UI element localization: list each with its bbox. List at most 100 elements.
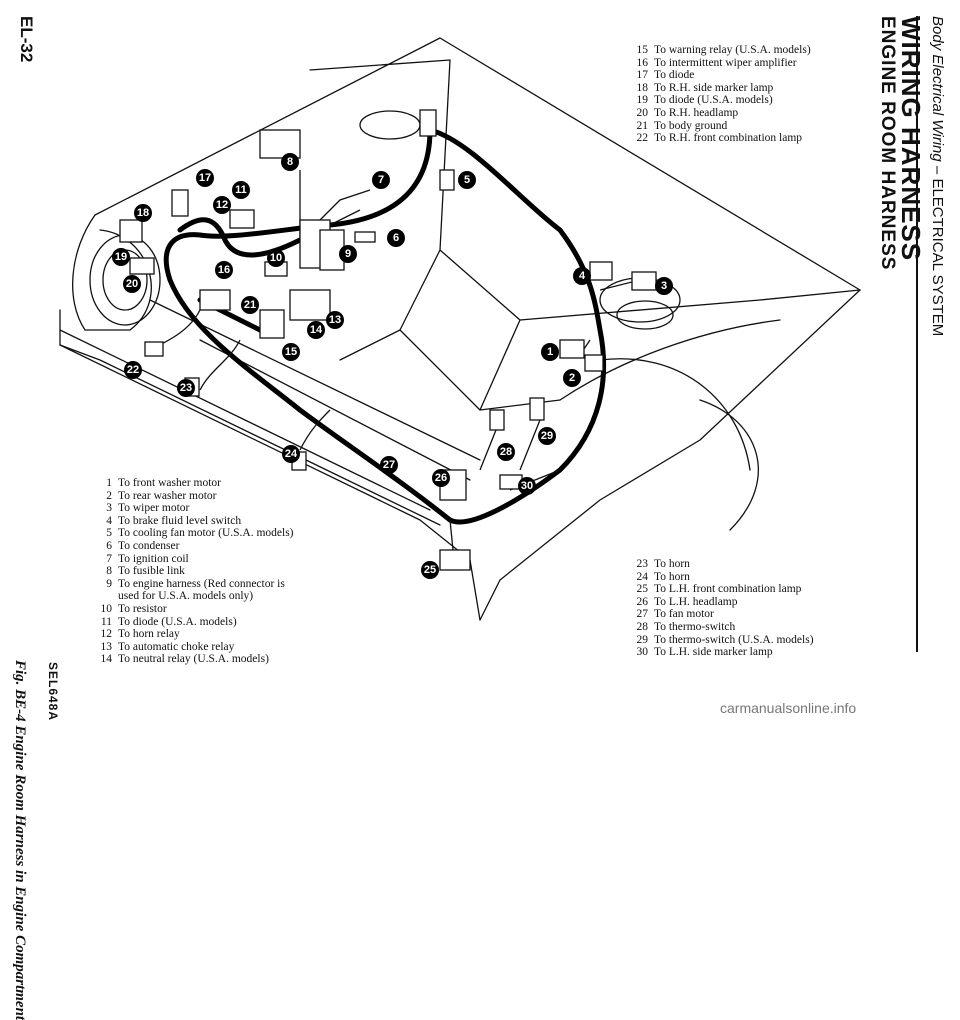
- callout-circle: [655, 277, 673, 295]
- callout-circle: [134, 204, 152, 222]
- callout-number: 19: [115, 251, 127, 263]
- callout-15: 15: [282, 343, 300, 361]
- legend-item-text: To fusible link: [118, 565, 185, 578]
- callout-number: 10: [270, 252, 282, 264]
- callout-number: 20: [126, 278, 138, 290]
- legend-item-text: To L.H. front combination lamp: [654, 583, 802, 596]
- callout-circle: [215, 261, 233, 279]
- callout-number: 4: [579, 270, 586, 282]
- legend-item: 27 To fan motor: [628, 608, 814, 621]
- callout-circle: [326, 311, 344, 329]
- callout-3: 3: [655, 277, 673, 295]
- callout-number: 29: [541, 430, 553, 442]
- legend-item-number: 28: [636, 620, 649, 633]
- legend-item-text: To cooling fan motor (U.S.A. models): [118, 527, 294, 540]
- legend-item-text: To fan motor: [654, 608, 714, 621]
- legend-item-number: 8: [106, 565, 112, 578]
- legend-item-text: To body ground: [654, 119, 728, 132]
- callout-27: 27: [380, 456, 398, 474]
- legend-item-text: To engine harness (Red connector is: [118, 577, 285, 590]
- callout-2: 2: [563, 369, 581, 387]
- callout-circle: [213, 196, 231, 214]
- callout-number: 8: [287, 156, 293, 168]
- callout-4: 4: [573, 267, 591, 285]
- callout-circle: [112, 248, 130, 266]
- callout-number: 2: [569, 372, 575, 384]
- legend-item-text: To L.H. headlamp: [654, 595, 738, 608]
- callout-circle: [432, 469, 450, 487]
- callout-circle: [538, 427, 556, 445]
- legend-item-text: To brake fluid level switch: [118, 514, 242, 527]
- legend-item-number: 29: [636, 633, 649, 646]
- callout-7: 7: [372, 171, 390, 189]
- legend-item-text: To horn relay: [118, 628, 180, 641]
- callout-number: 22: [127, 364, 139, 376]
- legend-item-text: To rear washer motor: [118, 489, 217, 502]
- legend-item-number: 23: [636, 558, 649, 570]
- callout-23: 23: [177, 379, 195, 397]
- car-body-outline: [59, 37, 861, 621]
- callout-number: 16: [218, 264, 230, 276]
- legend-item-text: To thermo-switch (U.S.A. models): [654, 633, 814, 646]
- legend-item-number: 19: [636, 94, 649, 107]
- callout-circle: [241, 296, 259, 314]
- callout-number: 18: [137, 207, 149, 219]
- callout-8: 8: [281, 153, 299, 171]
- legend-item-number: 22: [636, 132, 649, 145]
- legend-item: 4 To brake fluid level switch: [92, 515, 294, 528]
- callout-number: 15: [285, 346, 297, 358]
- callout-number: 24: [285, 448, 298, 460]
- legend-item-number: 27: [636, 608, 649, 621]
- callout-28: 28: [497, 443, 515, 461]
- legend-item-text: To R.H. headlamp: [654, 106, 739, 119]
- callout-11: 11: [232, 181, 250, 199]
- callout-circle: [232, 181, 250, 199]
- legend-item: 8 To fusible link: [92, 565, 294, 578]
- callout-circle: [563, 369, 581, 387]
- legend-item-number: 4: [106, 514, 112, 527]
- legend-item-number: 6: [106, 539, 112, 552]
- callout-circle: [380, 456, 398, 474]
- callout-number: 17: [199, 172, 211, 184]
- legend-item: 29 To thermo-switch (U.S.A. models): [628, 634, 814, 647]
- callout-circle: [177, 379, 195, 397]
- legend-item-number: 9: [106, 577, 112, 590]
- callout-circle: [497, 443, 515, 461]
- legend-item: 21 To body ground: [628, 120, 811, 133]
- callout-6: 6: [387, 229, 405, 247]
- legend-item-number: 15: [636, 44, 649, 56]
- legend-item-number: 30: [636, 646, 649, 659]
- legend-item-text: To horn: [654, 570, 690, 583]
- callout-circle: [387, 229, 405, 247]
- legend-item-number: 2: [106, 489, 112, 502]
- legend-item-text: To neutral relay (U.S.A. models): [118, 653, 269, 666]
- callout-number: 30: [521, 480, 533, 492]
- callout-26: 26: [432, 469, 450, 487]
- callout-circle: [282, 343, 300, 361]
- legend-item-number: 21: [636, 119, 649, 132]
- callout-circle: [196, 169, 214, 187]
- callout-number: 6: [393, 232, 399, 244]
- callout-number: 13: [329, 314, 341, 326]
- legend-item-number: 13: [100, 640, 113, 653]
- callout-22: 22: [124, 361, 142, 379]
- legend-item-text: To R.H. front combination lamp: [654, 132, 803, 145]
- legend-item: 23 To horn: [628, 558, 814, 571]
- watermark: carmanualsonline.info: [720, 700, 857, 716]
- callout-circle: [282, 445, 300, 463]
- legend-item-text: To horn: [654, 558, 690, 570]
